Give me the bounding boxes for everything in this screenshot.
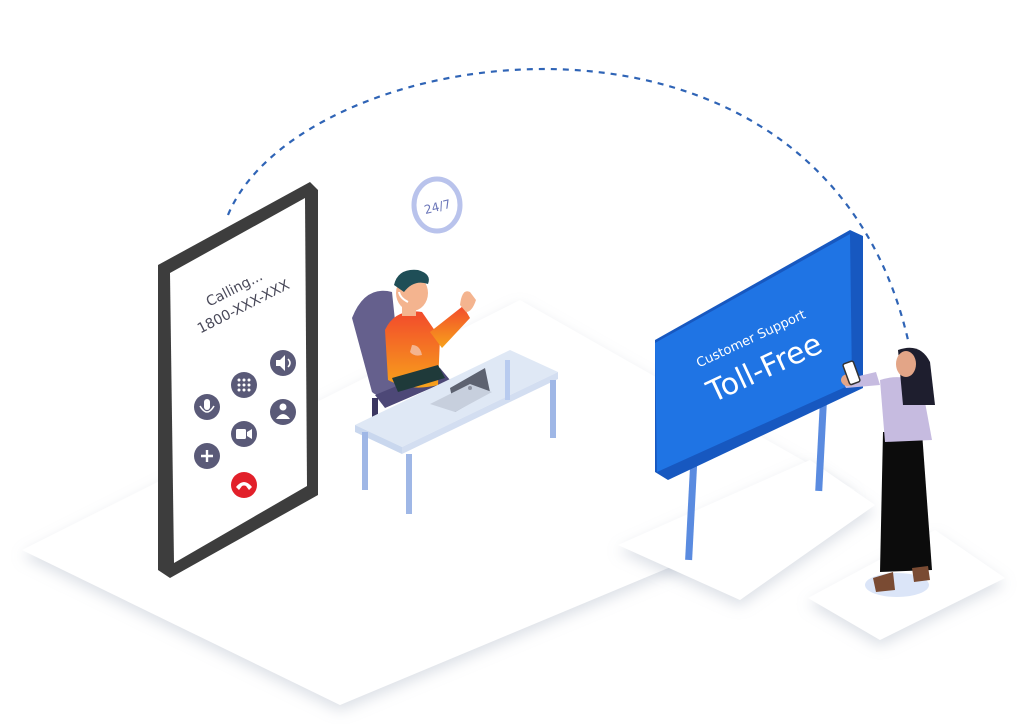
keypad-icon — [237, 378, 251, 392]
speaker-icon — [276, 355, 285, 371]
video-icon — [236, 429, 246, 439]
billboard-floor-platform — [618, 460, 875, 600]
clock-label: 24/7 — [423, 197, 453, 217]
billboard-face — [655, 234, 852, 472]
clock-24-7: 24/7 — [411, 176, 463, 234]
headset-icon — [398, 291, 409, 303]
call-button-mute[interactable] — [194, 394, 220, 420]
smartphone-icon — [842, 360, 861, 386]
laptop — [430, 368, 492, 412]
call-button-video[interactable] — [231, 421, 257, 447]
phone-device: Calling... 1800-XXX-XXX — [158, 182, 318, 578]
add-call-icon — [201, 450, 213, 462]
call-button-speaker[interactable] — [270, 350, 296, 376]
contact-icon — [276, 403, 290, 419]
call-button-add[interactable] — [194, 443, 220, 469]
microphone-icon — [204, 399, 210, 410]
call-button-contact[interactable] — [270, 399, 296, 425]
end-call-button[interactable] — [231, 472, 257, 498]
support-agent — [385, 269, 476, 392]
main-floor-platform — [22, 300, 855, 705]
toll-free-billboard: Customer Support Toll-Free — [655, 230, 863, 561]
phone-hangup-icon — [236, 482, 252, 490]
woman-caller — [841, 347, 935, 597]
call-button-keypad[interactable] — [231, 372, 257, 398]
